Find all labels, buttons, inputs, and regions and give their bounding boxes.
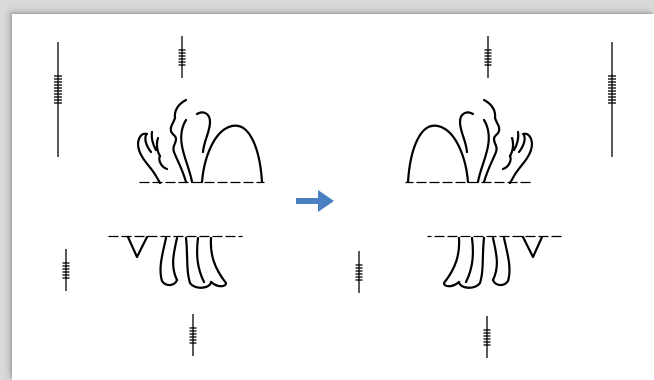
- tally-mark-right-short: [354, 250, 364, 294]
- tally-mark-bottom: [188, 313, 198, 357]
- upper-glyph-group-mirrored: [404, 98, 533, 185]
- tally-mark-bottom-mirrored: [482, 315, 492, 359]
- figure-card: [12, 14, 654, 380]
- panel-mirrored: [354, 35, 617, 359]
- tally-mark-left-tall: [53, 41, 63, 158]
- arrow-right-icon: [296, 190, 334, 212]
- lower-glyph-group: [107, 235, 244, 289]
- tally-mark-top: [177, 35, 187, 79]
- tally-mark-left-short: [61, 248, 71, 292]
- upper-glyph-group: [137, 98, 266, 185]
- tally-mark-top-mirrored: [483, 35, 493, 79]
- lower-glyph-group-mirrored: [426, 235, 563, 289]
- panel-original: [53, 35, 266, 357]
- tally-mark-right-tall: [607, 41, 617, 158]
